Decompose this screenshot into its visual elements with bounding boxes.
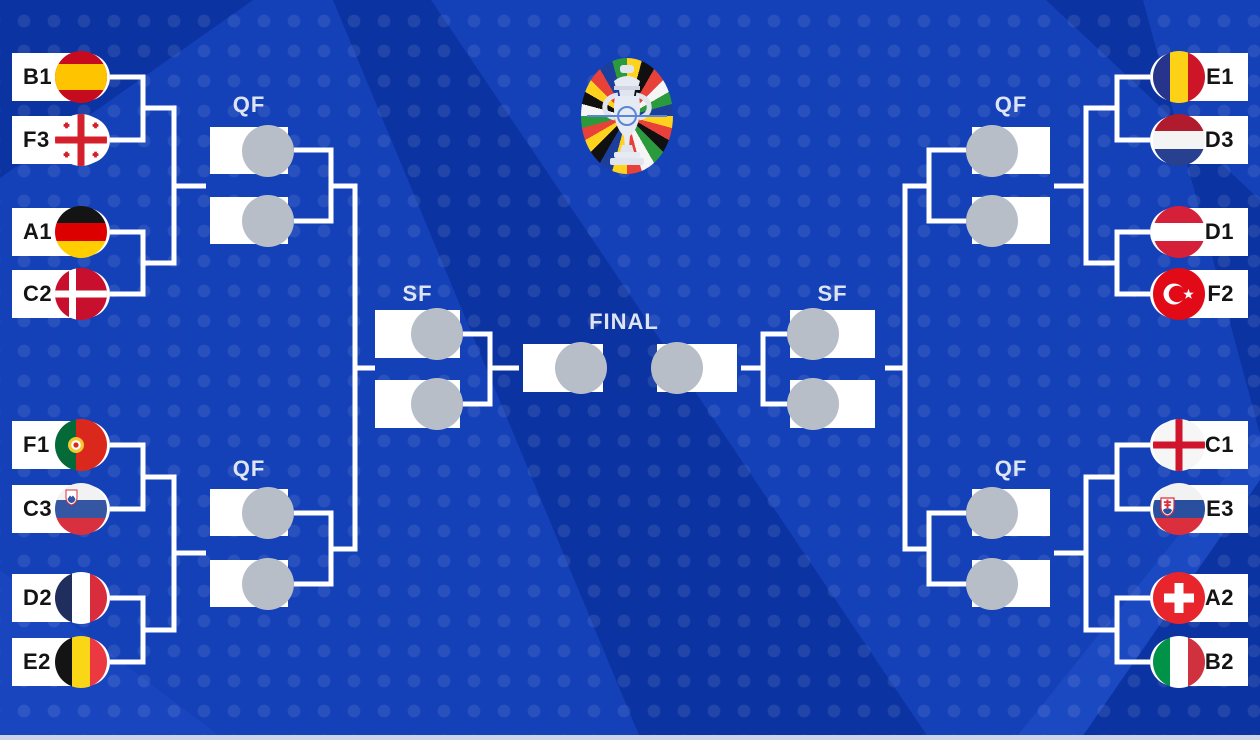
placeholder-circle (242, 125, 294, 177)
qf-slot-6[interactable] (966, 195, 1050, 247)
team-code: A2 (1204, 585, 1234, 610)
qf-slot-4[interactable] (210, 558, 294, 610)
flag-spain-icon (55, 51, 107, 103)
qf-label-right-top: QF (994, 92, 1028, 117)
flag-slovenia-icon (55, 483, 107, 535)
flag-france-icon (55, 572, 107, 624)
qf-slot-2[interactable] (210, 195, 294, 247)
team-code: C3 (23, 496, 53, 521)
sf-slot-3[interactable] (787, 308, 875, 360)
qf-slot-8[interactable] (966, 558, 1050, 610)
flag-england-icon (1153, 419, 1205, 471)
team-slot-d1[interactable]: D1 (1150, 206, 1248, 258)
team-code: D2 (23, 585, 53, 610)
qf-label-right-bottom: QF (994, 456, 1028, 481)
team-slot-c2[interactable]: C2 (12, 268, 110, 320)
team-code: F2 (1207, 281, 1234, 306)
sf-label-right: SF (817, 281, 848, 306)
placeholder-circle (242, 487, 294, 539)
team-code: E1 (1206, 64, 1234, 89)
team-code: A1 (23, 219, 53, 244)
team-code: C1 (1204, 432, 1234, 457)
sf-slot-1[interactable] (375, 308, 463, 360)
placeholder-circle (966, 125, 1018, 177)
sf-slot-4[interactable] (787, 378, 875, 430)
qf-slot-3[interactable] (210, 487, 294, 539)
team-code: D3 (1204, 127, 1234, 152)
team-code: B2 (1204, 649, 1234, 674)
team-slot-f2[interactable]: F2 (1150, 268, 1248, 320)
qf-label-left-top: QF (232, 92, 266, 117)
team-code: E3 (1206, 496, 1234, 521)
team-code: C2 (23, 281, 53, 306)
final-slot-1[interactable] (523, 342, 607, 394)
team-slot-e2[interactable]: E2 (12, 636, 110, 688)
team-slot-c3[interactable]: C3 (12, 483, 110, 535)
team-code: B1 (23, 64, 53, 89)
placeholder-circle (787, 308, 839, 360)
team-code: E2 (23, 649, 51, 674)
flag-belgium-icon (55, 636, 107, 688)
placeholder-circle (651, 342, 703, 394)
placeholder-circle (555, 342, 607, 394)
placeholder-circle (411, 308, 463, 360)
team-slot-a2[interactable]: A2 (1150, 572, 1248, 624)
flag-romania-icon (1153, 51, 1205, 103)
flag-netherlands-icon (1153, 114, 1205, 166)
sf-slot-2[interactable] (375, 378, 463, 430)
qf-slot-5[interactable] (966, 125, 1050, 177)
qf-slot-1[interactable] (210, 125, 294, 177)
placeholder-circle (966, 487, 1018, 539)
team-slot-d3[interactable]: D3 (1150, 114, 1248, 166)
team-slot-d2[interactable]: D2 (12, 572, 110, 624)
placeholder-circle (242, 195, 294, 247)
team-slot-b2[interactable]: B2 (1150, 636, 1248, 688)
final-label: FINAL (589, 309, 659, 334)
flag-austria-icon (1153, 206, 1205, 258)
team-slot-f1[interactable]: F1 (12, 419, 110, 471)
team-slot-e3[interactable]: E3 (1150, 483, 1248, 535)
team-code: F3 (23, 127, 50, 152)
team-code: D1 (1204, 219, 1234, 244)
bottom-strip (0, 735, 1260, 740)
team-slot-e1[interactable]: E1 (1150, 51, 1248, 103)
team-slot-b1[interactable]: B1 (12, 51, 110, 103)
final-slot-2[interactable] (651, 342, 737, 394)
flag-italy-icon (1153, 636, 1205, 688)
flag-denmark-icon (55, 268, 107, 320)
flag-slovakia-icon (1153, 483, 1205, 535)
flag-portugal-icon (55, 419, 107, 471)
trophy-icon (587, 65, 667, 165)
flag-turkey-icon (1153, 268, 1205, 320)
placeholder-circle (966, 195, 1018, 247)
placeholder-circle (787, 378, 839, 430)
placeholder-circle (242, 558, 294, 610)
flag-georgia-icon (55, 114, 107, 166)
flag-switzerland-icon (1153, 572, 1205, 624)
team-slot-f3[interactable]: F3 (12, 114, 110, 166)
qf-label-left-bottom: QF (232, 456, 266, 481)
team-slot-c1[interactable]: C1 (1150, 419, 1248, 471)
team-slot-a1[interactable]: A1 (12, 206, 110, 258)
placeholder-circle (966, 558, 1018, 610)
euro-2024-logo (581, 58, 673, 174)
team-code: F1 (23, 432, 50, 457)
placeholder-circle (411, 378, 463, 430)
qf-slot-7[interactable] (966, 487, 1050, 539)
flag-germany-icon (55, 206, 107, 258)
sf-label-left: SF (402, 281, 433, 306)
